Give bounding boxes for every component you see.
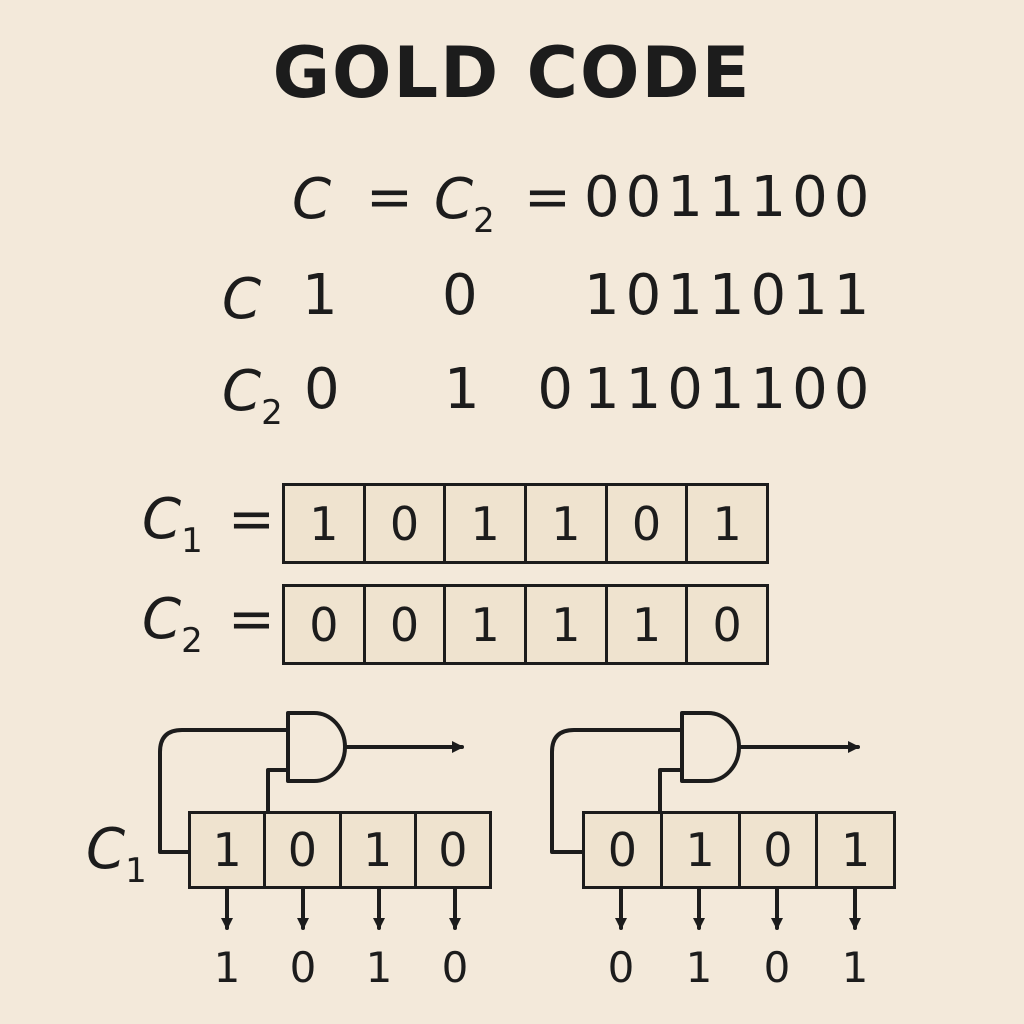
right-tap-wire xyxy=(658,768,684,814)
lfsr-right-cell: 1 xyxy=(840,823,871,877)
eq3-bits: 1101100 xyxy=(584,357,876,422)
lfsr-right-register: 0 1 0 1 xyxy=(582,811,896,889)
lfsr-right-cell: 0 xyxy=(741,814,819,886)
eq1-var-c2: C2 xyxy=(434,167,495,242)
register-c2-cell: 1 xyxy=(446,587,528,662)
register-c2: 0 0 1 1 1 0 xyxy=(282,584,769,665)
lfsr-right-output-bit: 1 xyxy=(841,943,869,992)
lfsr-right-cell: 0 xyxy=(585,814,663,886)
register-c2-cell: 0 xyxy=(712,597,742,652)
lfsr-left-output-bit: 0 xyxy=(441,943,469,992)
lfsr-left-output-bit: 1 xyxy=(365,943,393,992)
lfsr-left-cell: 0 xyxy=(266,814,342,886)
register-c2-label: C2 xyxy=(142,587,203,662)
register-c1-cell: 1 xyxy=(446,486,528,561)
register-c2-equals: = xyxy=(228,587,275,652)
eq2-bit-b: 0 xyxy=(442,263,484,328)
lfsr-left-output-bit: 1 xyxy=(213,943,241,992)
register-c1-label: C1 xyxy=(142,487,203,562)
register-c2-cell: 0 xyxy=(366,587,447,662)
eq1-equals-2: = xyxy=(524,165,571,230)
eq1-equals-1: = xyxy=(366,165,413,230)
eq1-var-c: C xyxy=(292,167,332,232)
lfsr-left-label: C1 xyxy=(86,817,147,892)
eq3-var-c2: C2 xyxy=(222,359,283,434)
lfsr-right-cell: 1 xyxy=(663,814,741,886)
register-c1-equals: = xyxy=(228,487,275,552)
register-c1-cell: 0 xyxy=(608,486,689,561)
lfsr-left-output-bit: 0 xyxy=(289,943,317,992)
eq1-bits: 0011100 xyxy=(584,165,876,230)
register-c2-cell: 1 xyxy=(527,587,608,662)
lfsr-right-output-bit: 0 xyxy=(763,943,791,992)
page-title: GOLD CODE xyxy=(272,32,752,114)
register-c2-cell: 1 xyxy=(608,587,689,662)
register-c1-cell: 0 xyxy=(366,486,447,561)
eq2-var-c: C xyxy=(222,267,262,332)
right-and-gate xyxy=(680,711,741,783)
register-c1: 1 0 1 1 0 1 xyxy=(282,483,769,564)
lfsr-left-cell: 1 xyxy=(342,814,417,886)
lfsr-left-cell: 0 xyxy=(438,823,468,877)
register-c1-cell: 1 xyxy=(527,486,608,561)
lfsr-left-register: 1 0 1 0 xyxy=(188,811,492,889)
lfsr-left-cell: 1 xyxy=(191,814,267,886)
left-tap-wire xyxy=(266,768,290,814)
eq2-bit-a: 1 xyxy=(302,263,344,328)
eq3-bit-a: 0 xyxy=(304,357,346,422)
eq2-bits: 1011011 xyxy=(584,263,876,328)
register-c1-cell: 1 xyxy=(285,486,366,561)
register-c2-cell: 0 xyxy=(285,587,366,662)
lfsr-right-output-bit: 1 xyxy=(685,943,713,992)
left-and-gate xyxy=(286,711,347,783)
register-c1-cell: 1 xyxy=(712,496,742,551)
lfsr-right-output-bit: 0 xyxy=(607,943,635,992)
eq3-bit-b: 1 0 xyxy=(444,357,594,422)
